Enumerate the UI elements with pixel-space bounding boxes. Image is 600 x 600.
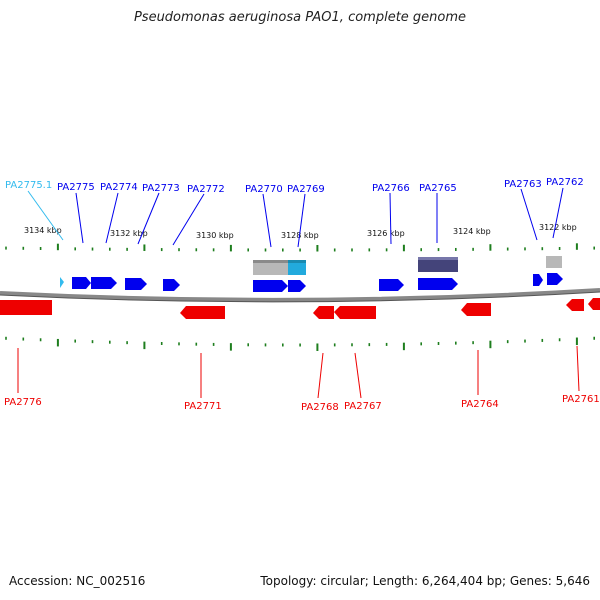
ruler-label: 3126 kbp — [367, 229, 405, 238]
gene-reverse-arrow[interactable] — [461, 303, 491, 316]
gene-label[interactable]: PA2768 — [301, 402, 339, 413]
genome-backbone-shadow — [0, 291, 600, 303]
gene-label[interactable]: PA2771 — [184, 401, 222, 412]
gene-reverse-arrow[interactable] — [566, 299, 584, 311]
ruler-ticks-top — [5, 243, 596, 252]
cyan-feature-block — [288, 262, 306, 275]
gene-label[interactable]: PA2767 — [344, 401, 382, 412]
gene-reverse-arrow[interactable] — [313, 306, 334, 319]
gene-forward-arrow[interactable] — [72, 277, 91, 289]
gene-forward-arrow[interactable] — [163, 279, 180, 291]
gene-forward-arrow[interactable] — [418, 278, 458, 290]
gene-forward-arrow[interactable] — [91, 277, 117, 289]
gene-label[interactable]: PA2761 — [562, 394, 600, 405]
highlight-feature-block-top — [418, 257, 458, 260]
gene-reverse-arrow[interactable] — [334, 306, 376, 319]
gene-label[interactable]: PA2770 — [245, 184, 283, 195]
gene-label[interactable]: PA2772 — [187, 184, 225, 195]
gene-label[interactable]: PA2775.1 — [5, 180, 52, 191]
gene-reverse-arrow[interactable] — [180, 306, 225, 319]
gene-forward-arrow[interactable] — [547, 273, 563, 285]
gene-label[interactable]: PA2773 — [142, 183, 180, 194]
gene-reverse-arrow[interactable] — [0, 300, 52, 315]
gene-forward-arrow[interactable] — [379, 279, 404, 291]
genome-backbone — [0, 288, 600, 302]
genome-summary-text: Topology: circular; Length: 6,264,404 bp… — [260, 574, 590, 588]
accession-text: Accession: NC_002516 — [9, 574, 146, 588]
gene-label[interactable]: PA2766 — [372, 183, 410, 194]
ruler-label: 3124 kbp — [453, 227, 491, 236]
ruler-label: 3134 kbp — [24, 226, 62, 235]
gene-label[interactable]: PA2776 — [4, 397, 42, 408]
ruler-ticks-bottom — [5, 336, 596, 351]
grey-feature-block-top — [253, 260, 288, 263]
gene-forward-arrow[interactable] — [288, 280, 306, 292]
gene-label[interactable]: PA2769 — [287, 184, 325, 195]
gene-rna-arrow[interactable] — [60, 277, 64, 288]
gene-label[interactable]: PA2774 — [100, 182, 138, 193]
gene-label[interactable]: PA2764 — [461, 399, 499, 410]
gene-label[interactable]: PA2765 — [419, 183, 457, 194]
top-leader-lines — [27, 187, 564, 248]
grey-feature-block — [546, 256, 562, 268]
ruler-label: 3132 kbp — [110, 229, 148, 238]
gene-label[interactable]: PA2775 — [57, 182, 95, 193]
gene-forward-arrow[interactable] — [533, 274, 543, 286]
page-title: Pseudomonas aeruginosa PAO1, complete ge… — [133, 10, 467, 25]
gene-forward-arrow[interactable] — [253, 280, 288, 292]
cyan-feature-block-top — [288, 260, 306, 263]
gene-forward-arrow[interactable] — [125, 278, 147, 290]
bottom-leader-lines — [17, 345, 580, 399]
gene-reverse-arrow[interactable] — [588, 298, 600, 310]
ruler-label: 3130 kbp — [196, 231, 234, 240]
gene-label[interactable]: PA2762 — [546, 177, 584, 188]
ruler-label: 3122 kbp — [539, 223, 577, 232]
gene-label[interactable]: PA2763 — [504, 179, 542, 190]
grey-feature-block — [253, 262, 288, 275]
highlight-feature-block — [418, 259, 458, 272]
